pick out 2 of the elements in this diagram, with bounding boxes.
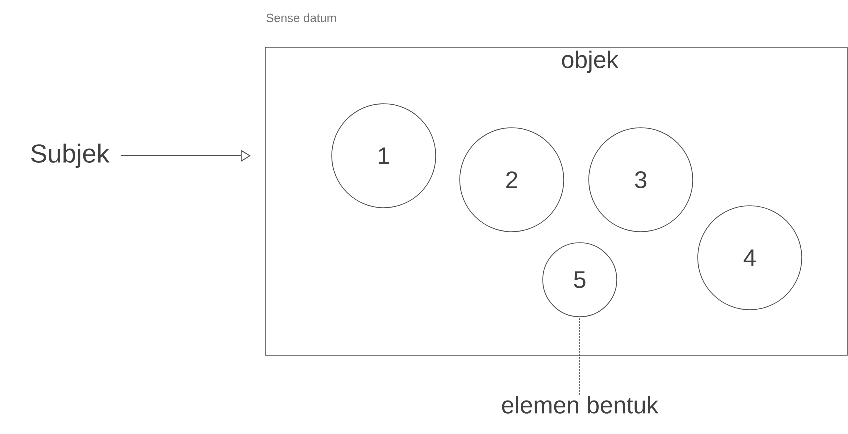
label-text: elemen bentuk <box>502 396 659 414</box>
label-text: Subjek <box>31 144 110 168</box>
